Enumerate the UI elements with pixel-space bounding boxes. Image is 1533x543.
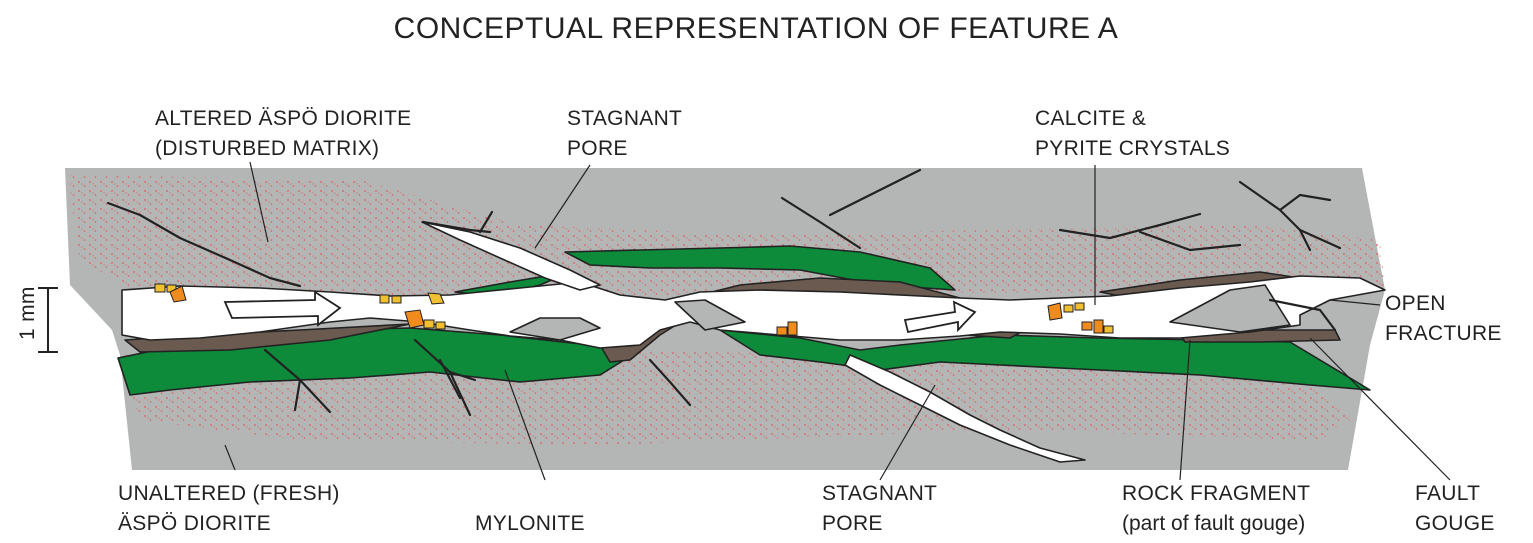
label-fault-gouge-1: FAULT [1415,482,1480,505]
label-unaltered-1: UNALTERED (FRESH) [118,482,340,505]
label-stagnant-pore-bottom-1: STAGNANT [822,482,937,505]
label-rock-fragment-2: (part of fault gouge) [1122,512,1305,535]
label-open-fracture-2: FRACTURE [1385,322,1502,345]
label-fault-gouge-2: GOUGE [1415,512,1495,535]
label-mylonite: MYLONITE [475,512,585,535]
label-calcite-1: CALCITE & [1035,107,1146,130]
label-unaltered-2: ÄSPÖ DIORITE [118,512,271,535]
label-altered-diorite-1: ALTERED ÄSPÖ DIORITE [155,107,412,130]
scale-bar: 1 mm [16,286,58,352]
label-stagnant-pore-top-1: STAGNANT [567,107,682,130]
diagram-title: CONCEPTUAL REPRESENTATION OF FEATURE A [394,12,1119,45]
scale-bar-label: 1 mm [16,286,39,340]
label-stagnant-pore-bottom-2: PORE [822,512,883,535]
label-open-fracture-1: OPEN [1385,292,1446,315]
label-altered-diorite-2: (DISTURBED MATRIX) [155,137,379,160]
label-stagnant-pore-top-2: PORE [567,137,628,160]
label-rock-fragment-1: ROCK FRAGMENT [1122,482,1310,505]
label-calcite-2: PYRITE CRYSTALS [1035,137,1230,160]
